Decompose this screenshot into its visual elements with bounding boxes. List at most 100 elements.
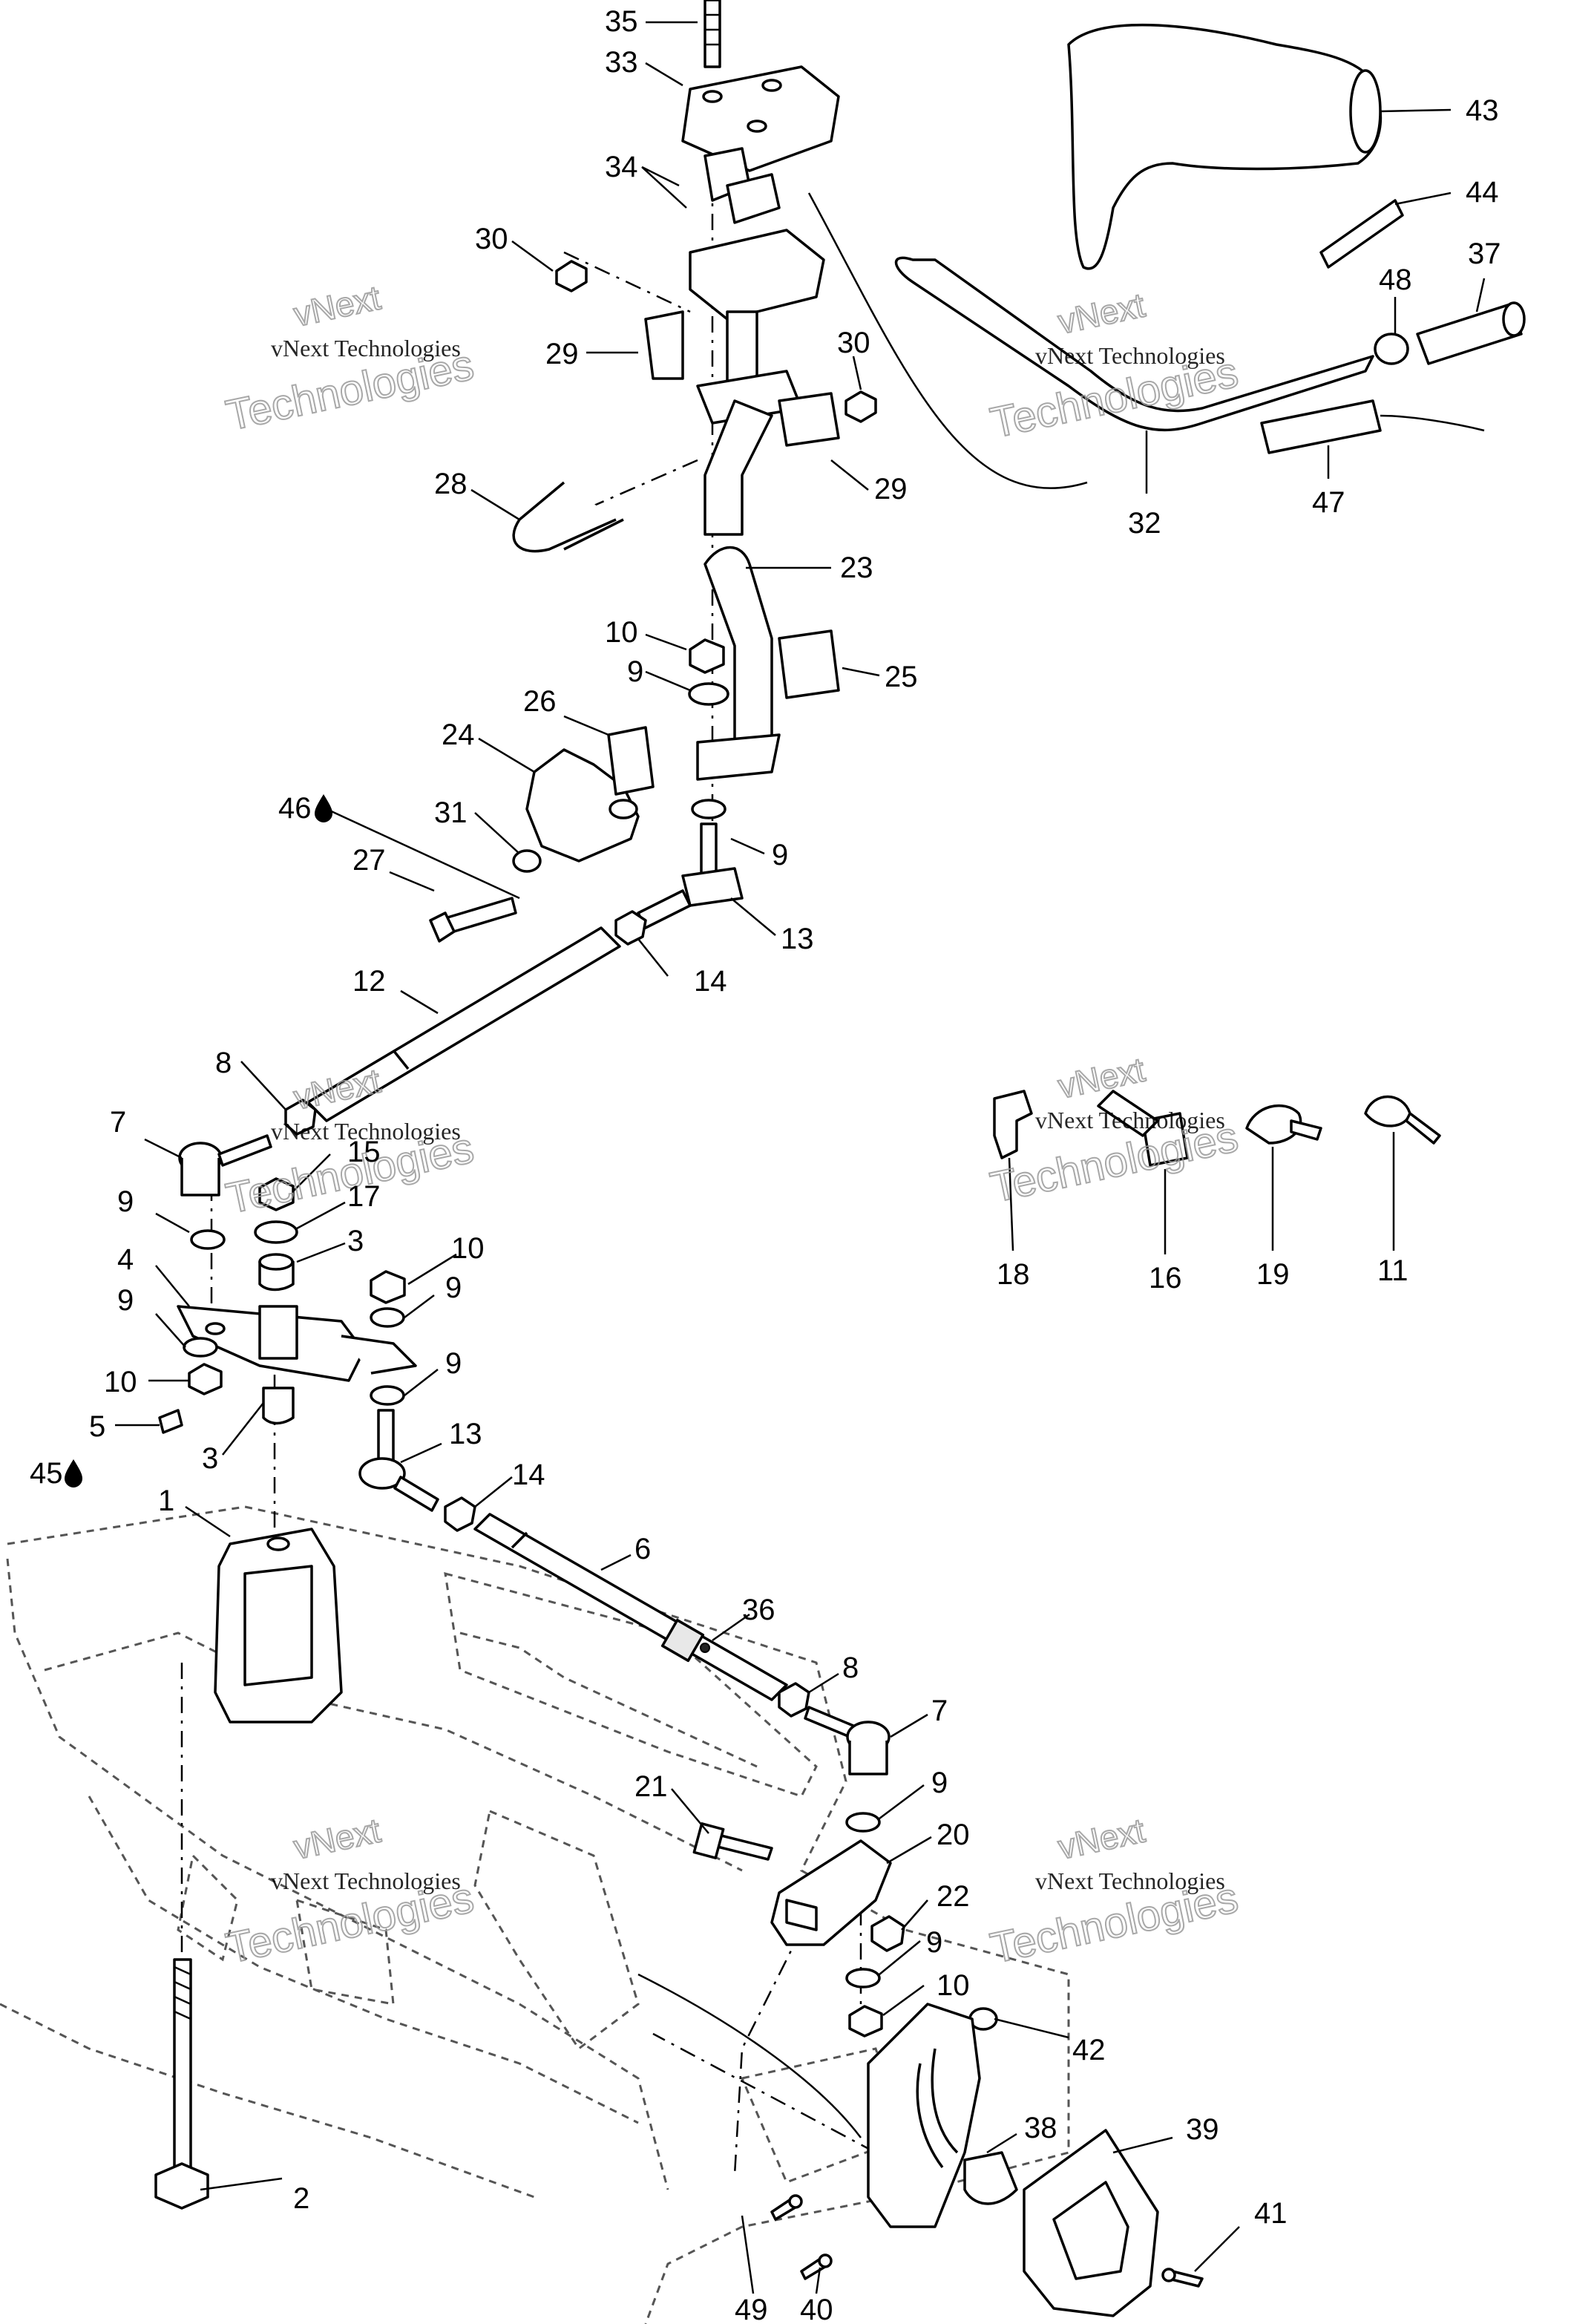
- callout-25: 25: [885, 661, 918, 693]
- watermark-line1: vNext: [1055, 1050, 1148, 1105]
- callout-5: 5: [89, 1410, 105, 1443]
- callout-24: 24: [442, 719, 475, 751]
- nut-14-top: [614, 910, 647, 946]
- washer-9-bottom-1: [845, 1812, 881, 1833]
- callout-30: 30: [475, 223, 508, 255]
- callout-10-lower-left: 10: [104, 1366, 137, 1398]
- watermark-line1: vNext: [1055, 285, 1148, 341]
- callout-32: 32: [1128, 507, 1161, 540]
- throttle-sleeve-47: [1260, 399, 1485, 454]
- bolt-35: [703, 0, 721, 68]
- callout-9-bottom-1: 9: [931, 1767, 948, 1799]
- watermark-line2: vNext Technologies: [271, 335, 461, 361]
- callout-10-top: 10: [605, 616, 638, 649]
- boot-38: [867, 2003, 1018, 2228]
- bolt-21: [692, 1822, 773, 1861]
- clip-18: [993, 1090, 1033, 1159]
- callout-22: 22: [937, 1880, 970, 1913]
- callout-labels: 35 33 34 30 29 30 29 28 23 10 9 25 26 24…: [30, 5, 1501, 2324]
- nut-15: [258, 1177, 295, 1211]
- washer-9-right-2: [370, 1385, 405, 1406]
- bolt-27: [429, 897, 517, 943]
- column-support-block: [689, 229, 825, 425]
- callout-18: 18: [997, 1258, 1030, 1291]
- tie-rod-end-13-bottom: [358, 1409, 439, 1512]
- callout-49: 49: [735, 2294, 768, 2324]
- nut-10-bottom: [848, 2005, 883, 2037]
- callout-3-top: 3: [347, 1225, 364, 1257]
- callout-30-right: 30: [837, 327, 870, 359]
- callout-46: 46: [278, 792, 312, 825]
- washer-9-lower-left: [183, 1337, 218, 1358]
- bushing-3-bottom: [262, 1387, 295, 1425]
- watermark-right-mid: vNext vNext Technologies Technologies: [985, 1049, 1243, 1212]
- tie-clip-19: [1245, 1104, 1322, 1145]
- callout-16: 16: [1149, 1262, 1182, 1294]
- callout-8-top: 8: [215, 1047, 232, 1079]
- callout-9-lower-left: 9: [117, 1284, 134, 1317]
- nut-14-bottom: [444, 1496, 476, 1532]
- clip-29: [644, 310, 684, 380]
- callout-36: 36: [742, 1594, 775, 1626]
- assembly-centerlines: [180, 111, 1088, 2176]
- support-block-1: [214, 1528, 343, 1724]
- callout-9-right-1: 9: [445, 1271, 462, 1304]
- callout-39: 39: [1186, 2113, 1219, 2146]
- rivet-49: [770, 2194, 803, 2221]
- watermark-right-bottom: vNext vNext Technologies Technologies: [985, 1810, 1243, 1973]
- callout-7-bottom: 7: [931, 1695, 948, 1727]
- leader-lines: [115, 21, 1486, 2294]
- cable-tie-11: [1364, 1095, 1441, 1145]
- callout-47: 47: [1312, 486, 1345, 519]
- callout-38: 38: [1024, 2112, 1057, 2144]
- tie-rod-end-13-top: [637, 822, 744, 929]
- callout-23: 23: [840, 551, 873, 584]
- washer-17: [254, 1220, 298, 1244]
- callout-21: 21: [634, 1770, 668, 1803]
- callout-42: 42: [1072, 2034, 1106, 2066]
- callout-29-right: 29: [874, 473, 908, 505]
- rivet-40: [800, 2253, 833, 2280]
- pivot-arm-4: [177, 1305, 417, 1382]
- watermark-line1: vNext: [290, 1810, 384, 1866]
- bracket-24: [525, 748, 640, 863]
- callout-15: 15: [347, 1136, 381, 1168]
- watermark-line2: vNext Technologies: [1035, 342, 1225, 369]
- bushing-halves-34: [703, 147, 781, 224]
- callout-45: 45: [30, 1457, 63, 1490]
- callout-27: 27: [352, 844, 386, 877]
- callout-8-bottom: 8: [842, 1652, 859, 1684]
- callout-9-right-2: 9: [445, 1347, 462, 1380]
- end-cap-48: [1374, 333, 1409, 365]
- bushing-26: [607, 726, 655, 796]
- callout-7-top: 7: [110, 1106, 126, 1139]
- watermark-line1: vNext: [290, 1061, 384, 1116]
- grease-fitting-5: [158, 1409, 183, 1434]
- callout-9-mid: 9: [772, 839, 788, 871]
- clamp-16: [1097, 1090, 1189, 1167]
- callout-10-bottom: 10: [937, 1969, 970, 2002]
- steering-shaft-23: [696, 399, 781, 781]
- callout-14-top: 14: [694, 965, 727, 998]
- callout-29: 29: [545, 338, 579, 370]
- watermark-line1: vNext: [1055, 1810, 1148, 1866]
- callout-2: 2: [293, 2182, 309, 2215]
- nut-10-lower-left: [188, 1363, 223, 1395]
- callout-14-bottom: 14: [512, 1459, 545, 1491]
- callout-20: 20: [937, 1819, 970, 1851]
- watermark-left-bottom: vNext vNext Technologies Technologies: [221, 1810, 479, 1973]
- rivet-41: [1161, 2268, 1204, 2288]
- clamp-cap-33: [681, 65, 840, 172]
- callout-6: 6: [634, 1533, 651, 1565]
- callout-12: 12: [352, 965, 386, 998]
- washer-9-mid: [691, 799, 727, 819]
- callout-26: 26: [523, 685, 557, 718]
- steering-rod-12: [306, 926, 621, 1122]
- bushing-3-top: [258, 1253, 295, 1292]
- callout-1: 1: [158, 1485, 174, 1517]
- nut-8-bottom: [778, 1682, 810, 1718]
- handlebar-pad-43: [1067, 23, 1383, 270]
- plate-39: [1023, 2129, 1159, 2317]
- nut-10-right: [370, 1270, 406, 1304]
- watermark-left-top: vNext vNext Technologies Technologies: [221, 277, 479, 440]
